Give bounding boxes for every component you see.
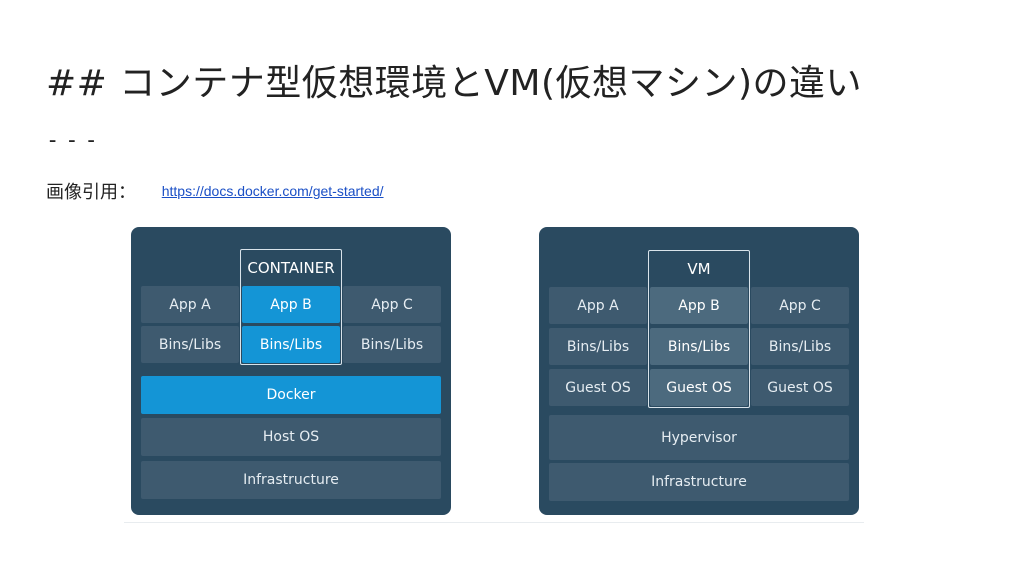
vm-app-b: App B xyxy=(650,287,748,324)
host-os-layer: Host OS xyxy=(141,418,441,456)
container-libs-a: Bins/Libs xyxy=(141,326,239,363)
container-infrastructure-layer: Infrastructure xyxy=(141,461,441,499)
vm-libs-a: Bins/Libs xyxy=(549,328,647,365)
credit-label: 画像引用： xyxy=(46,182,136,203)
container-frame: CONTAINER xyxy=(240,249,342,365)
horizontal-rule-marker: --- xyxy=(46,128,104,153)
hypervisor-layer: Hypervisor xyxy=(549,415,849,460)
vm-frame-label: VM xyxy=(687,260,711,278)
vm-diagram: App A App B App C Bins/Libs Bins/Libs Bi… xyxy=(539,227,859,515)
vm-app-a: App A xyxy=(549,287,647,324)
vm-guest-os-c: Guest OS xyxy=(751,369,849,406)
vm-guest-os-a: Guest OS xyxy=(549,369,647,406)
container-app-b: App B xyxy=(242,286,340,323)
container-app-c: App C xyxy=(343,286,441,323)
container-app-a: App A xyxy=(141,286,239,323)
vm-infrastructure-layer: Infrastructure xyxy=(549,463,849,501)
image-credit: 画像引用： https://docs.docker.com/get-starte… xyxy=(46,178,384,204)
slide-title: ## コンテナ型仮想環境とVM(仮想マシン)の違い xyxy=(46,63,863,104)
image-bottom-edge xyxy=(124,522,864,523)
vm-frame: VM xyxy=(648,250,750,408)
vm-libs-b: Bins/Libs xyxy=(650,328,748,365)
container-libs-b: Bins/Libs xyxy=(242,326,340,363)
credit-link[interactable]: https://docs.docker.com/get-started/ xyxy=(161,183,384,199)
vm-app-c: App C xyxy=(751,287,849,324)
container-frame-label: CONTAINER xyxy=(247,259,335,277)
docker-layer: Docker xyxy=(141,376,441,414)
vm-libs-c: Bins/Libs xyxy=(751,328,849,365)
container-libs-c: Bins/Libs xyxy=(343,326,441,363)
vm-guest-os-b: Guest OS xyxy=(650,369,748,406)
container-diagram: App A App B App C Bins/Libs Bins/Libs Bi… xyxy=(131,227,451,515)
